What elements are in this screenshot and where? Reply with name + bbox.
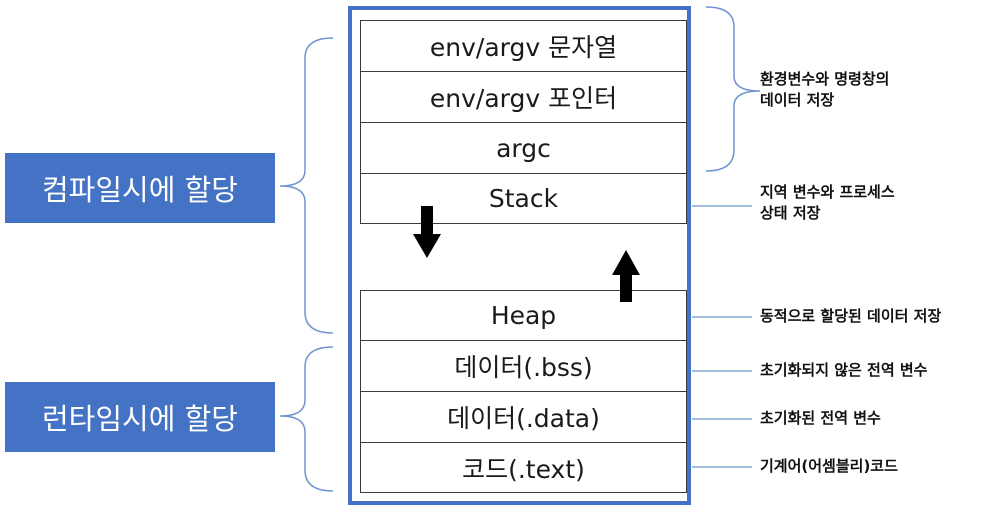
- segment-argc: argc: [360, 122, 687, 174]
- segment-heap: Heap: [360, 290, 687, 341]
- compile-time-brace: [279, 37, 334, 334]
- arrow-down-icon: [413, 206, 441, 258]
- segment-text: 코드(.text): [360, 442, 687, 493]
- stack-note-line-2: 상태 저장: [760, 204, 821, 222]
- segment-env-argv-strings: env/argv 문자열: [360, 20, 687, 72]
- env-notes-brace: [705, 6, 761, 172]
- env-note-line-2: 데이터 저장: [760, 91, 835, 109]
- memory-layout-frame: [348, 6, 691, 505]
- text-note: 기계어(어셈블리)코드: [760, 457, 898, 475]
- stack-note: 지역 변수와 프로세스 상태 저장: [760, 182, 895, 224]
- heap-note: 동적으로 할당된 데이터 저장: [760, 307, 942, 325]
- data-note: 초기화된 전역 변수: [760, 409, 881, 427]
- compile-time-label: 컴파일시에 할당: [5, 153, 275, 223]
- env-note-line-1: 환경변수와 명령창의: [760, 70, 890, 88]
- segment-stack: Stack: [360, 173, 687, 224]
- segment-bss: 데이터(.bss): [360, 340, 687, 392]
- stack-note-line-1: 지역 변수와 프로세스: [760, 183, 895, 201]
- arrow-up-icon: [612, 250, 640, 302]
- bss-note: 초기화되지 않은 전역 변수: [760, 361, 928, 379]
- run-time-brace: [279, 346, 334, 492]
- run-time-label: 런타임시에 할당: [5, 382, 275, 452]
- env-note: 환경변수와 명령창의 데이터 저장: [760, 69, 889, 111]
